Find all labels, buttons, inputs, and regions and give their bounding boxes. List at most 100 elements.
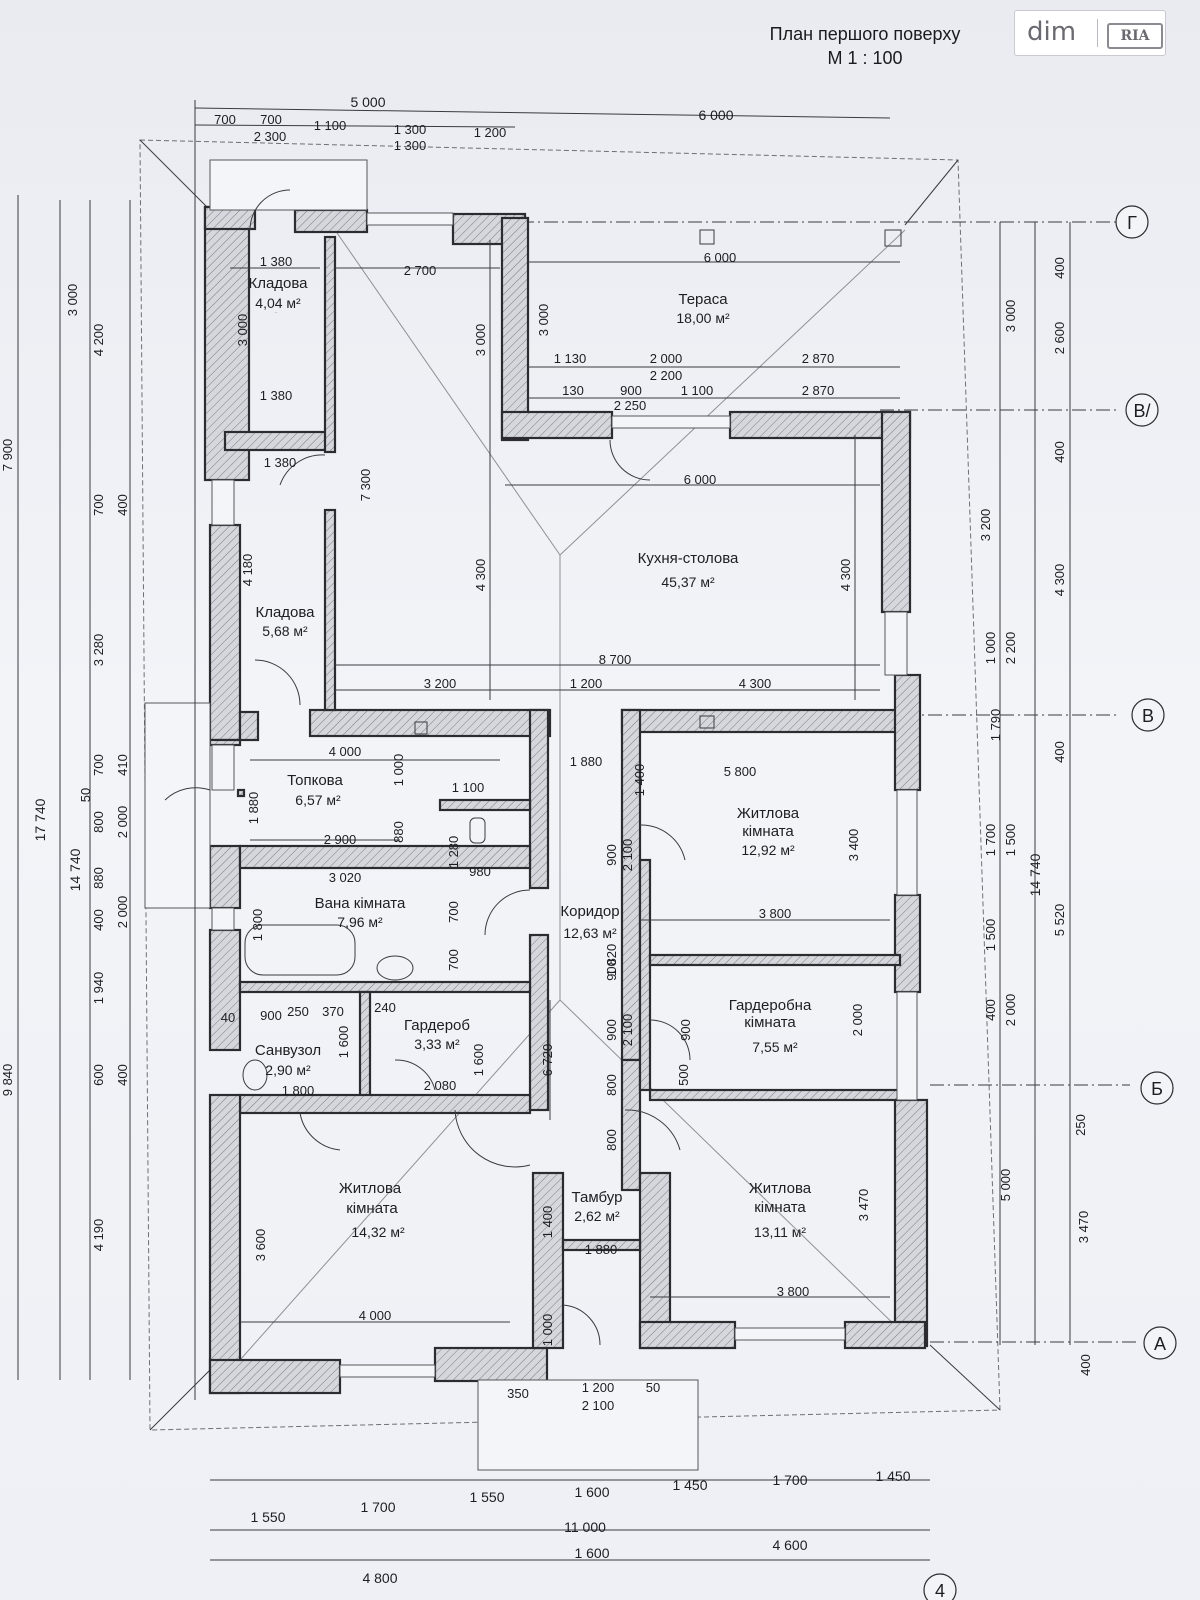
room-living-se-area: 13,11 м² bbox=[754, 1224, 807, 1240]
dim-in-42: 3 800 bbox=[759, 906, 792, 921]
dims-inner: 1 380 2 700 6 000 3 000 3 000 1 130 2 00… bbox=[221, 250, 871, 1346]
dim-top-700b: 700 bbox=[260, 112, 282, 127]
room-corridor-name: Коридор bbox=[560, 903, 619, 920]
dim-in-40: 700 bbox=[446, 901, 461, 923]
dim-bottom-1550b: 1 550 bbox=[469, 1489, 504, 1505]
dim-left-1940: 1 940 bbox=[91, 972, 106, 1005]
dim-in-62: 1 400 bbox=[540, 1206, 555, 1239]
dim-left-4190: 4 190 bbox=[91, 1219, 106, 1252]
room-living-ne-name: Житлова bbox=[737, 805, 800, 822]
dim-in-28: 1 880 bbox=[570, 754, 603, 769]
dimria-logo[interactable]: dim RIA bbox=[1014, 10, 1166, 56]
dim-bottom-50: 50 bbox=[646, 1380, 660, 1395]
dim-in-18: 4 300 bbox=[473, 559, 488, 592]
dim-in-53: 2 100 bbox=[620, 1014, 635, 1047]
roof-outline bbox=[139, 139, 1001, 1431]
dim-in-39: 1 800 bbox=[250, 909, 265, 942]
dim-in-46: 370 bbox=[322, 1004, 344, 1019]
dim-top-2300: 2 300 bbox=[254, 129, 287, 144]
door-swings bbox=[164, 189, 691, 1346]
dim-in-5: 1 130 bbox=[554, 351, 587, 366]
room-vestibule-area: 2,62 м² bbox=[574, 1208, 620, 1224]
logo-dim-text: dim bbox=[1027, 17, 1077, 47]
dim-in-16: 7 300 bbox=[358, 469, 373, 502]
room-dressing-area: 7,55 м² bbox=[752, 1039, 798, 1055]
dim-in-6: 2 000 bbox=[650, 351, 683, 366]
dim-in-50: 1 600 bbox=[471, 1044, 486, 1077]
dim-top-5000: 5 000 bbox=[350, 94, 385, 110]
room-storage2-area: 5,68 м² bbox=[262, 623, 308, 639]
dim-in-51: 6 720 bbox=[540, 1044, 555, 1077]
dim-in-31: 2 900 bbox=[324, 832, 357, 847]
dim-right-400e: 400 bbox=[1078, 1354, 1093, 1376]
dim-bottom-1450b: 1 450 bbox=[875, 1468, 910, 1484]
dim-in-19: 4 300 bbox=[838, 559, 853, 592]
dim-right-400d: 400 bbox=[983, 999, 998, 1021]
dim-bottom-1600b: 1 600 bbox=[574, 1545, 609, 1561]
dim-left-700b: 700 bbox=[91, 754, 106, 776]
room-boiler-name: Топкова bbox=[287, 772, 343, 789]
dim-in-15: 6 000 bbox=[684, 472, 717, 487]
dim-in-11: 1 100 bbox=[681, 383, 714, 398]
dim-bottom-4600: 4 600 bbox=[772, 1537, 807, 1553]
dim-left-50: 50 bbox=[78, 788, 93, 802]
dim-left-2000a: 2 000 bbox=[115, 806, 130, 839]
axis-4: 4 bbox=[935, 1581, 945, 1600]
dim-left-4200: 4 200 bbox=[91, 324, 106, 357]
room-living-sw-area: 14,32 м² bbox=[351, 1224, 405, 1240]
axis-b-circle bbox=[1140, 1071, 1174, 1105]
dim-in-63: 3 600 bbox=[253, 1229, 268, 1262]
axis-v1: В/ bbox=[1133, 401, 1150, 421]
dim-bottom-4800: 4 800 bbox=[362, 1570, 397, 1586]
dim-left-800: 800 bbox=[91, 811, 106, 833]
axis-v-circle bbox=[1131, 698, 1165, 732]
dim-top-700a: 700 bbox=[214, 112, 236, 127]
dim-left-400b: 400 bbox=[91, 909, 106, 931]
dim-in-44: 900 bbox=[260, 1008, 282, 1023]
dim-left-3280: 3 280 bbox=[91, 634, 106, 667]
room-wardrobe-area: 3,33 м² bbox=[414, 1036, 460, 1052]
dim-top-6000: 6 000 bbox=[698, 107, 733, 123]
room-wardrobe-name: Гардероб bbox=[404, 1017, 470, 1034]
dims-bottom: 1 550 1 700 1 550 1 600 1 450 1 700 1 45… bbox=[250, 1380, 910, 1586]
room-terrace-name: Тераса bbox=[678, 291, 728, 308]
dim-left-17740: 17 740 bbox=[32, 798, 48, 841]
dim-bottom-1200b: 1 200 bbox=[582, 1380, 615, 1395]
room-corridor-area: 12,63 м² bbox=[563, 925, 617, 941]
dim-in-32: 880 bbox=[391, 821, 406, 843]
dim-right-5520: 5 520 bbox=[1052, 904, 1067, 937]
dim-left-400c: 400 bbox=[115, 1064, 130, 1086]
dim-top-1300a: 1 300 bbox=[394, 122, 427, 137]
dims-left: 3 000 4 200 700 400 3 280 700 410 50 800… bbox=[0, 284, 130, 1252]
dim-in-20: 8 700 bbox=[599, 652, 632, 667]
dim-in-47: 240 bbox=[374, 1000, 396, 1015]
dim-left-9840: 9 840 bbox=[0, 1064, 15, 1097]
room-living-ne-area: 12,92 м² bbox=[741, 842, 795, 858]
axis-a-circle bbox=[1143, 1326, 1177, 1360]
dim-in-43: 1 820 bbox=[604, 944, 619, 977]
dim-in-65: 1 880 bbox=[585, 1242, 618, 1257]
roof-hip-lines bbox=[239, 229, 906, 1361]
dim-in-61: 900 bbox=[604, 959, 619, 981]
dim-in-30: 5 800 bbox=[724, 764, 757, 779]
dim-right-3000: 3 000 bbox=[1003, 300, 1018, 333]
dim-right-5000: 5 000 bbox=[998, 1169, 1013, 1202]
dim-in-22: 1 200 bbox=[570, 676, 603, 691]
plan-scale: М 1 : 100 bbox=[827, 48, 903, 68]
logo-separator bbox=[1097, 19, 1098, 47]
dim-right-3200: 3 200 bbox=[978, 509, 993, 542]
dimension-grid bbox=[17, 100, 1071, 1561]
dim-left-880: 880 bbox=[91, 867, 106, 889]
dim-in-14: 1 380 bbox=[264, 455, 297, 470]
dim-in-17: 4 180 bbox=[240, 554, 255, 587]
dim-in-9: 130 bbox=[562, 383, 584, 398]
dim-left-7900: 7 900 bbox=[0, 439, 15, 472]
dims-right: 400 3 000 2 600 400 3 200 4 300 1 000 2 … bbox=[978, 257, 1093, 1376]
dim-in-29: 1 400 bbox=[632, 764, 647, 797]
dim-in-56: 500 bbox=[676, 1064, 691, 1086]
dim-in-2: 6 000 bbox=[704, 250, 737, 265]
logo-ria-badge: RIA bbox=[1107, 23, 1163, 49]
dim-in-21: 3 200 bbox=[424, 676, 457, 691]
dim-right-400c: 400 bbox=[1052, 741, 1067, 763]
